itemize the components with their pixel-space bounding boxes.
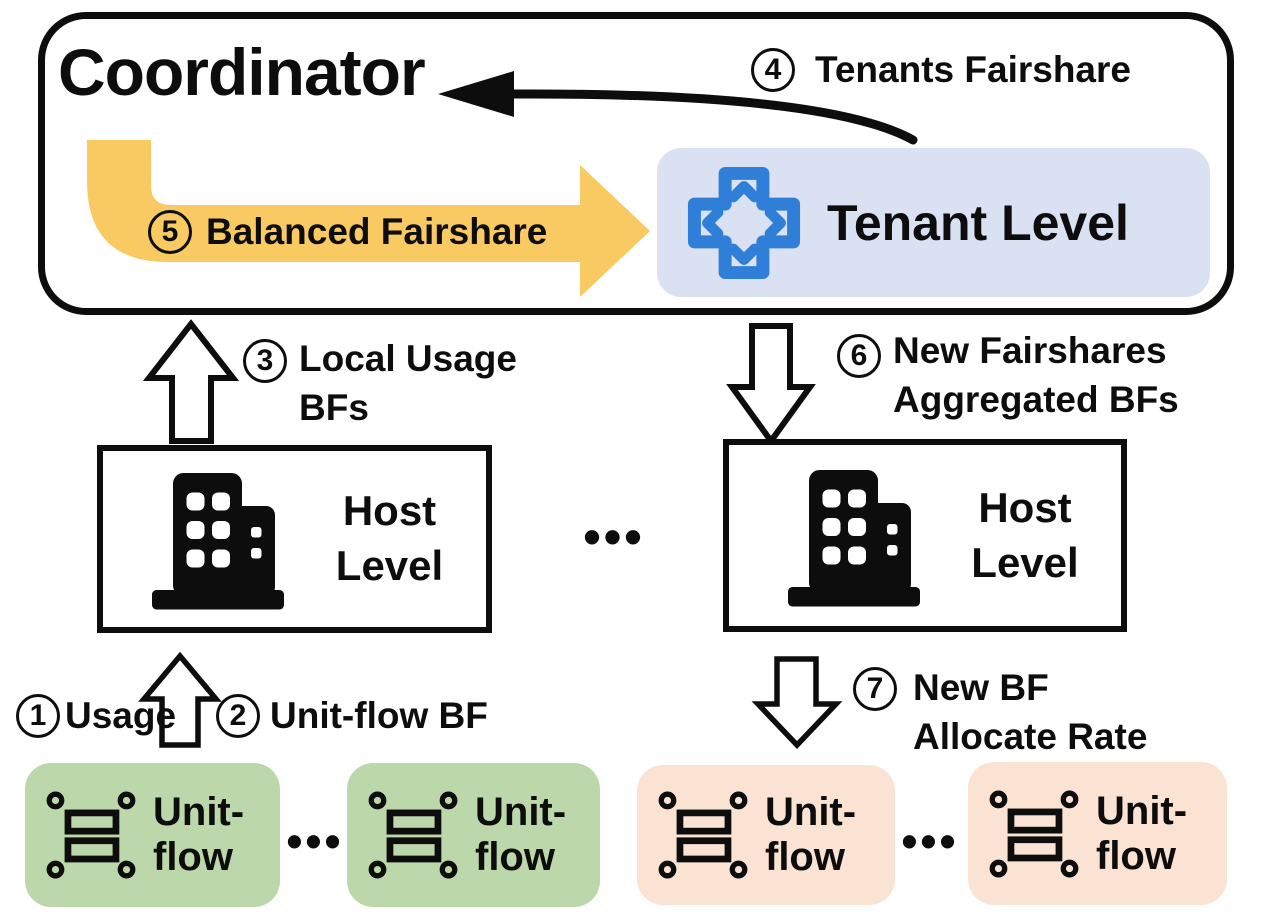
flow-label-2: 2 Unit-flow BF — [216, 692, 488, 741]
unit-flow-box-3: Unit-flow — [637, 765, 895, 905]
coordinator-title: Coordinator — [58, 35, 426, 109]
unit-flow-label: Unit-flow — [153, 790, 244, 880]
unit-flow-icon — [43, 787, 139, 883]
flow-number-3: 3 — [243, 339, 287, 383]
unit-flow-label: Unit-flow — [1096, 789, 1187, 879]
flow-number-6: 6 — [837, 334, 881, 378]
local-usage-up-arrow — [142, 319, 240, 444]
host-label-line1: Host — [978, 483, 1072, 531]
unit-flow-icon — [655, 787, 751, 883]
flow-label-4: 4 Tenants Fairshare — [751, 46, 1131, 95]
unit-flow-label-line2: flow — [153, 835, 233, 879]
hosts-ellipsis: ••• — [583, 509, 645, 565]
unit-flow-box-1: Unit-flow — [25, 763, 280, 907]
host-label-line2: Level — [971, 538, 1079, 586]
flow-text-1: Usage — [65, 695, 177, 736]
building-icon — [779, 461, 929, 611]
flow-text-7-line1: New BF — [913, 667, 1049, 708]
pink-unitflow-ellipsis: ••• — [901, 815, 959, 867]
unit-flow-icon — [365, 787, 461, 883]
flow-number-5: 5 — [148, 210, 192, 255]
flow-number-4: 4 — [751, 48, 795, 93]
flow-text-4: Tenants Fairshare — [815, 49, 1131, 90]
flow-text-6-line2: Aggregated BFs — [893, 378, 1179, 420]
unit-flow-box-4: Unit-flow — [968, 762, 1227, 905]
flow-label-5: 5 Balanced Fairshare — [148, 208, 547, 257]
new-fairshares-down-arrow — [726, 323, 816, 447]
flow-text-7: New BF Allocate Rate — [913, 664, 1147, 762]
tenant-level-box: Tenant Level — [657, 148, 1210, 297]
flow-label-7: 7 New BF Allocate Rate — [853, 664, 1147, 762]
unit-flow-label-line1: Unit- — [1096, 788, 1188, 833]
unit-flow-icon — [986, 786, 1082, 882]
unit-flow-label: Unit-flow — [475, 790, 566, 880]
building-icon — [143, 464, 293, 614]
unit-flow-label-line2: flow — [475, 835, 555, 879]
unit-flow-label-line1: Unit- — [765, 790, 857, 835]
flow-number-7: 7 — [853, 667, 897, 711]
green-unitflow-ellipsis: ••• — [286, 815, 344, 867]
unit-flow-label-line1: Unit- — [153, 790, 245, 835]
tenant-dpad-icon — [685, 164, 803, 282]
host-label-line1: Host — [342, 487, 437, 535]
flow-text-7-line2: Allocate Rate — [913, 715, 1148, 757]
new-bf-down-arrow — [751, 656, 843, 749]
unit-flow-label: Unit-flow — [765, 790, 856, 880]
unit-flow-label-line2: flow — [1096, 833, 1176, 878]
host-label-line2: Level — [335, 542, 444, 589]
flow-number-2: 2 — [216, 694, 260, 739]
flow-text-3-line1: Local Usage — [299, 338, 517, 379]
flow-text-5: Balanced Fairshare — [206, 211, 548, 252]
flow-number-1: 1 — [16, 694, 60, 739]
tenant-level-label: Tenant Level — [827, 194, 1129, 251]
flow-label-1: 1 Usage — [16, 692, 176, 741]
flow-text-2: Unit-flow BF — [270, 695, 488, 736]
unit-flow-box-2: Unit-flow — [347, 763, 600, 907]
flow-text-6-line1: New Fairshares — [893, 330, 1167, 371]
flow-text-3-line2: BFs — [299, 386, 369, 428]
unit-flow-label-line2: flow — [765, 835, 845, 879]
unit-flow-label-line1: Unit- — [475, 790, 567, 835]
